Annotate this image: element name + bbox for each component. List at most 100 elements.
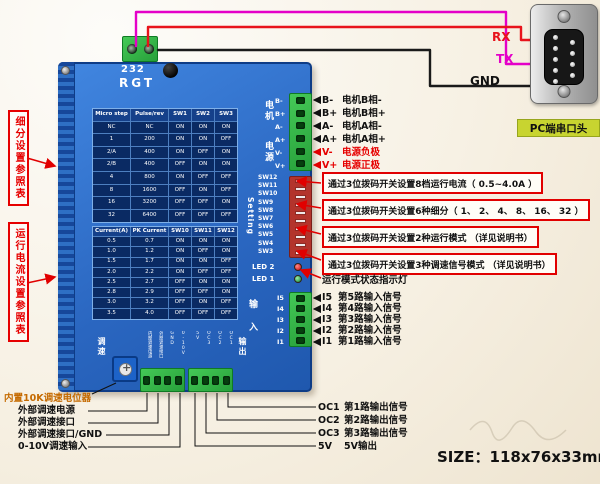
table-cell: 1.0: [93, 247, 131, 257]
sw-label: SW11: [258, 182, 278, 190]
board-model-rgt: RGT: [119, 76, 156, 90]
speed-terminal: [140, 368, 185, 392]
pin-silk-label: I4: [277, 305, 284, 313]
table-cell: 2/A: [93, 146, 131, 159]
table-cell: OFF: [192, 308, 215, 319]
watermark: [469, 420, 567, 441]
speed-annotation: 0-10V调速输入: [18, 441, 88, 452]
table-cell: ON: [169, 121, 192, 134]
pin-silk-label: 外部调速接口: [158, 331, 164, 358]
terminal-pin: [211, 369, 222, 391]
table-cell: 1.2: [131, 247, 169, 257]
board-model-232: 232: [121, 64, 145, 75]
setting-group-label: Setting: [246, 197, 255, 235]
table-cell: OFF: [192, 197, 215, 209]
terminal-annotation: A+电机A相+: [322, 134, 386, 145]
table-cell: 3.5: [93, 308, 131, 319]
table-cell: SW12: [217, 227, 235, 234]
table-cell: 2.8: [93, 288, 131, 298]
pin-silk-label: OC2: [217, 331, 223, 346]
table-cell: Current(A): [93, 227, 131, 237]
terminal-annotation: B-电机B相-: [322, 95, 382, 106]
db9-pin: [553, 46, 558, 51]
motor-pin-silk-labels: B-B+A-A+V-V+: [275, 95, 285, 173]
table-cell: 2.2: [131, 267, 169, 277]
table-cell: SW11: [192, 227, 215, 237]
table-cell: OFF: [192, 171, 215, 184]
table-cell: ON: [221, 238, 231, 245]
table-cell: SW3: [219, 111, 233, 118]
table-cell: OFF: [169, 197, 192, 209]
db9-pin: [570, 51, 575, 56]
pin-silk-label: 0-10V: [180, 331, 186, 356]
table-cell: OFF: [220, 212, 232, 219]
table-cell: 4: [93, 171, 131, 184]
db9-pin: [553, 79, 558, 84]
table-cell: 32: [93, 209, 131, 223]
table-cell: ON: [192, 237, 215, 247]
input-group-label: 输 入: [247, 299, 257, 333]
terminal-leaders: [312, 95, 322, 347]
motor-group-label: 电机: [263, 100, 273, 122]
pin-silk-label: I2: [277, 327, 284, 335]
callout-box: 通过3位拨码开关设置6种细分（ 1、 2、 4、 8、 16、 32 ）: [322, 199, 590, 221]
rx-wire: [146, 25, 535, 48]
terminal-annotation: B+电机B相+: [322, 108, 386, 119]
current-reference-label: 运行电流设置参照表: [8, 222, 29, 342]
gnd-label: GND: [470, 74, 500, 88]
table-cell: 400: [131, 159, 169, 171]
speed-annotation: 外部调速电源: [18, 405, 76, 416]
input-terminal: [289, 292, 312, 347]
table-cell: ON: [221, 199, 231, 206]
table-cell: ON: [169, 257, 192, 267]
table-cell: OFF: [220, 186, 232, 193]
sw-label: SW5: [258, 231, 274, 239]
table-cell: 8: [93, 184, 131, 197]
table-cell: ON: [221, 161, 231, 168]
terminal-pin: [290, 107, 311, 120]
pin-silk-label: I5: [277, 294, 284, 302]
pin-silk-label: OC1: [228, 331, 234, 346]
sw-label: SW12: [258, 174, 278, 181]
size-label: SIZE：118x76x33mm: [437, 448, 600, 466]
table-cell: SW1: [169, 109, 192, 121]
table-cell: OFF: [220, 309, 232, 316]
table-cell: 1: [93, 134, 131, 146]
table-cell: 1600: [131, 184, 169, 197]
terminal-pin: [173, 369, 184, 391]
motor-power-terminal: [289, 93, 312, 171]
terminal-pin: [290, 314, 311, 325]
table-cell: 200: [131, 134, 169, 146]
terminal-pin: [290, 293, 311, 304]
table-cell: NC: [93, 121, 131, 134]
serial-terminal-block: [122, 36, 158, 62]
pin-silk-label: V+: [275, 162, 286, 170]
terminal-pin: [200, 369, 211, 391]
terminal-pin: [152, 369, 163, 391]
db9-pin: [553, 57, 558, 62]
table-cell: ON: [169, 171, 192, 184]
led-label: LED 1: [252, 275, 275, 283]
table-cell: PK Current: [131, 227, 169, 237]
db9-pin: [553, 68, 558, 73]
dip-switch-block: [289, 176, 312, 258]
led2-indicator: [294, 263, 302, 271]
terminal-annotation: V-电源负极: [322, 147, 381, 158]
